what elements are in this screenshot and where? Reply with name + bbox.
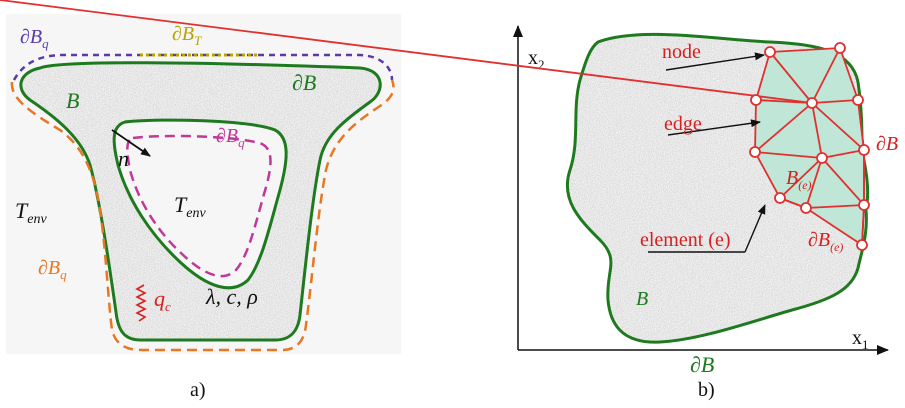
label-edge: edge [664, 113, 702, 135]
label-dBq-top: ∂Bq [20, 26, 49, 51]
mesh-node [816, 152, 828, 164]
mesh-node [856, 239, 868, 251]
label-dB: ∂B [292, 70, 316, 95]
label-qc: qc [154, 286, 171, 314]
mesh-node [834, 42, 846, 54]
mesh-node [806, 97, 818, 109]
panel-a: ∂Bq ∂BT B ∂B n ∂Bq Tenv Tenv ∂Bq qc λ, c… [6, 14, 401, 401]
mesh-node [800, 202, 812, 214]
mesh-edges [0, 0, 865, 246]
normal-arrow [111, 129, 151, 157]
caption-a: a) [190, 379, 206, 401]
outer-dashed-dBq [10, 79, 395, 352]
mesh-node [858, 199, 870, 211]
label-element: element (e) [640, 229, 731, 251]
node-leader [665, 52, 765, 71]
mesh-node [858, 144, 870, 156]
element-arrow [744, 204, 766, 253]
label-dBq-left: ∂Bq [38, 257, 67, 282]
mesh-node [764, 46, 776, 58]
label-dBT: ∂BT [172, 23, 202, 48]
mesh-node [774, 192, 786, 204]
mesh-nodes [749, 42, 870, 251]
inner-dashed-dBq [126, 134, 272, 278]
label-dB-domain: ∂B [690, 352, 714, 377]
label-params: λ, c, ρ [205, 284, 258, 309]
label-dB-right: ∂B [876, 133, 898, 155]
mesh-node [749, 146, 761, 158]
label-dBq-inner: ∂Bq [216, 125, 245, 150]
label-Tenv-left: Tenv [15, 198, 47, 227]
label-dBe: ∂B(e) [808, 229, 843, 254]
label-Be: B(e) [786, 167, 812, 192]
outer-boundary-dB [19, 61, 382, 342]
label-x1: x1 [852, 327, 869, 352]
panel-b: x2 x1 [0, 0, 898, 401]
label-x2: x2 [528, 47, 545, 72]
label-Tenv-center: Tenv [174, 192, 206, 221]
heat-source-zigzag [135, 284, 147, 322]
label-n: n [118, 146, 129, 171]
label-node: node [662, 41, 701, 63]
label-B: B [66, 88, 79, 113]
inner-boundary [112, 118, 288, 290]
edge-leader [667, 119, 761, 136]
top-dashed-dBq [12, 53, 394, 81]
mesh-node [750, 94, 762, 106]
mesh-node [852, 94, 864, 106]
label-B-domain: B [636, 288, 648, 310]
caption-b: b) [698, 379, 715, 401]
